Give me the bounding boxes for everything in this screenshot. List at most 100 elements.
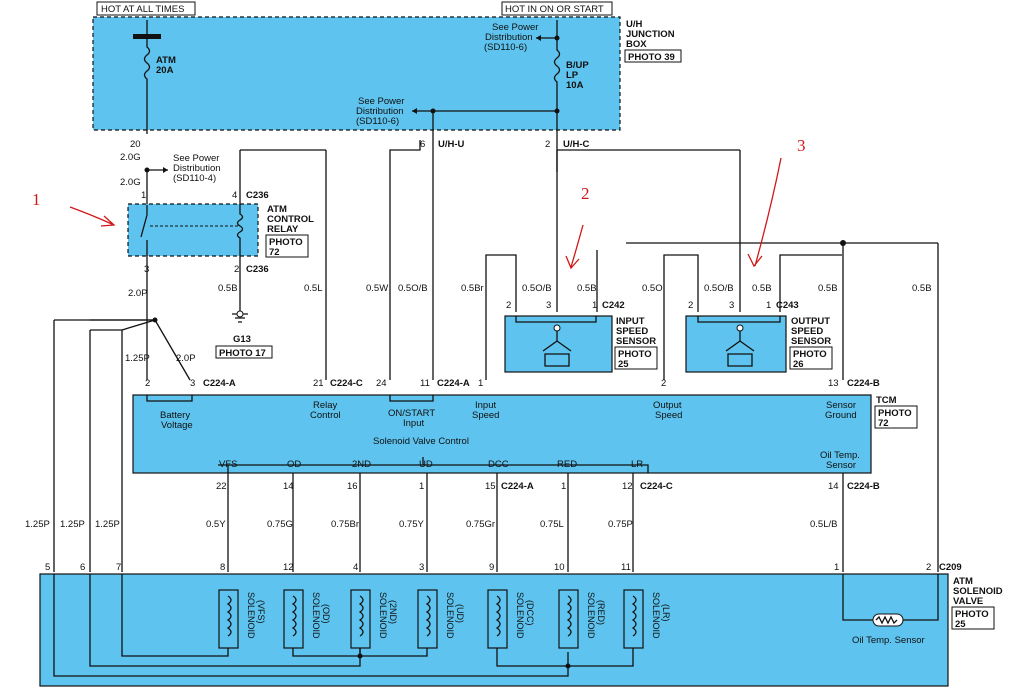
tcm-b1b: 1 bbox=[561, 481, 566, 492]
hot-in-on-label: HOT IN ON OR START bbox=[505, 4, 604, 15]
sv-label-dcc: SOLENOID bbox=[515, 592, 525, 639]
tcm-out-1: Output bbox=[653, 400, 682, 411]
tcm-photo-1: PHOTO bbox=[878, 408, 912, 419]
pin-6: 6 bbox=[420, 139, 425, 150]
solenoid-valve-box bbox=[39, 573, 949, 687]
tcm-batt-1: Battery bbox=[160, 410, 190, 421]
wire-20g-b: 2.0G bbox=[120, 177, 141, 188]
is-name-2: SPEED bbox=[616, 326, 648, 337]
tcm-bc224b: C224-B bbox=[847, 481, 880, 492]
is-name-3: SENSOR bbox=[616, 336, 656, 347]
tcm-pin-3: 3 bbox=[190, 378, 195, 389]
spd2-b: Distribution bbox=[356, 106, 404, 117]
tcm-b1: 1 bbox=[419, 481, 424, 492]
os-pin-1: 1 bbox=[766, 300, 771, 311]
spd2-c: (SD110-6) bbox=[356, 116, 399, 127]
tcm-bc224a: C224-A bbox=[501, 481, 534, 492]
sv-pin-11: 11 bbox=[621, 562, 631, 573]
tcm-out-2: Speed bbox=[655, 410, 682, 421]
sv-pin-4: 4 bbox=[353, 562, 358, 573]
wire-l125-3: 1.25P bbox=[95, 519, 120, 530]
wire-s075gr: 0.75Gr bbox=[466, 519, 495, 530]
tcm-c224c: C224-C bbox=[330, 378, 363, 389]
is-pin-3: 3 bbox=[546, 300, 551, 311]
os-photo-2: 26 bbox=[793, 359, 804, 370]
hot-at-all-times-box bbox=[96, 1, 196, 16]
tcm-in-2: Speed bbox=[472, 410, 499, 421]
sv-label-lr: SOLENOID bbox=[651, 592, 661, 639]
sv-photo-2: 25 bbox=[955, 619, 966, 630]
relay-photo-box bbox=[265, 234, 309, 258]
wire-20p-b: 2.0P bbox=[176, 353, 196, 364]
os-conn: C243 bbox=[776, 300, 799, 311]
wire-05b-relay: 0.5B bbox=[218, 283, 238, 294]
wire-05br: 0.5Br bbox=[461, 283, 484, 294]
is-photo-1: PHOTO bbox=[618, 349, 652, 360]
relay-photo-2: 72 bbox=[269, 247, 280, 258]
ground-photo: PHOTO 17 bbox=[219, 348, 266, 359]
tcm-b15: 15 bbox=[485, 481, 496, 492]
sv-photo-1: PHOTO bbox=[955, 609, 989, 620]
wire-05b-2: 0.5B bbox=[912, 283, 932, 294]
oil-temp-sensor-icon bbox=[872, 613, 904, 627]
sv-oil: Oil Temp. Sensor bbox=[852, 635, 925, 646]
relay-see-c: (SD110-4) bbox=[173, 173, 216, 184]
os-pin-2: 2 bbox=[688, 300, 693, 311]
spd1-a: See Power bbox=[492, 22, 538, 33]
battery-bar bbox=[133, 34, 161, 39]
junction-photo-box bbox=[624, 49, 682, 63]
tcm-b14b: 14 bbox=[828, 481, 839, 492]
sv-label-vfs: SOLENOID bbox=[246, 592, 256, 639]
sv-pin-12: 12 bbox=[283, 562, 294, 573]
tcm-on-1: ON/START bbox=[388, 408, 435, 419]
spd2-a: See Power bbox=[358, 96, 404, 107]
relay-pin-4: 4 bbox=[232, 190, 237, 201]
relay-see-a: See Power bbox=[173, 153, 219, 164]
fuse-bup-amp: 10A bbox=[566, 80, 584, 91]
sv-label-red-2: (RED) bbox=[596, 600, 606, 625]
junction-name-3: BOX bbox=[626, 39, 647, 50]
sv-label-vfs-2: (VFS) bbox=[256, 600, 266, 624]
wire-s075g: 0.75G bbox=[267, 519, 293, 530]
tcm-on-2: Input bbox=[403, 418, 424, 429]
tcm-name: TCM bbox=[876, 395, 897, 406]
is-photo-2: 25 bbox=[618, 359, 629, 370]
relay-pin-2: 2 bbox=[234, 264, 239, 275]
annotation-2: 2 bbox=[581, 184, 590, 203]
tcm-relay-2: Control bbox=[310, 410, 341, 421]
annotation-arrow-3 bbox=[747, 157, 782, 268]
wire-05o: 0.5O bbox=[642, 283, 663, 294]
sv-pin-8: 8 bbox=[220, 562, 225, 573]
wire-s05y: 0.5Y bbox=[206, 519, 226, 530]
relay-pin-1: 1 bbox=[141, 190, 146, 201]
tcm-2nd: 2ND bbox=[352, 459, 371, 470]
tcm-batt-2: Voltage bbox=[161, 420, 193, 431]
sv-label-lr-2: (LR) bbox=[661, 604, 671, 622]
spd1-b: Distribution bbox=[485, 32, 533, 43]
tcm-sg-2: Ground bbox=[825, 410, 857, 421]
wire-l125-1: 1.25P bbox=[25, 519, 50, 530]
sv-label-dcc-2: (DCC) bbox=[525, 600, 535, 626]
annotation-arrow-1 bbox=[69, 206, 116, 227]
tcm-pin-1: 1 bbox=[478, 378, 483, 389]
sv-label-od: SOLENOID bbox=[311, 592, 321, 639]
os-name-3: SENSOR bbox=[791, 336, 831, 347]
os-name-1: OUTPUT bbox=[791, 316, 830, 327]
wire-05l: 0.5L bbox=[304, 283, 323, 294]
sv-name-1: ATM bbox=[953, 576, 973, 587]
tcm-ot-2: Sensor bbox=[826, 460, 856, 471]
pin-20: 20 bbox=[130, 139, 141, 150]
pin-uhu: U/H-U bbox=[438, 139, 465, 150]
tcm-od: OD bbox=[287, 459, 301, 470]
spd1-c: (SD110-6) bbox=[484, 42, 527, 53]
tcm-pin-13: 13 bbox=[828, 378, 839, 389]
sv-pin-10: 10 bbox=[554, 562, 565, 573]
sv-pin-3: 3 bbox=[419, 562, 424, 573]
sv-label-od-2: (OD) bbox=[321, 604, 331, 624]
wire-125p: 1.25P bbox=[125, 353, 150, 364]
tcm-svc: Solenoid Valve Control bbox=[373, 436, 469, 447]
is-pin-1: 1 bbox=[592, 300, 597, 311]
wire-s075y: 0.75Y bbox=[399, 519, 424, 530]
os-name-2: SPEED bbox=[791, 326, 823, 337]
junction-photo: PHOTO 39 bbox=[628, 52, 675, 63]
